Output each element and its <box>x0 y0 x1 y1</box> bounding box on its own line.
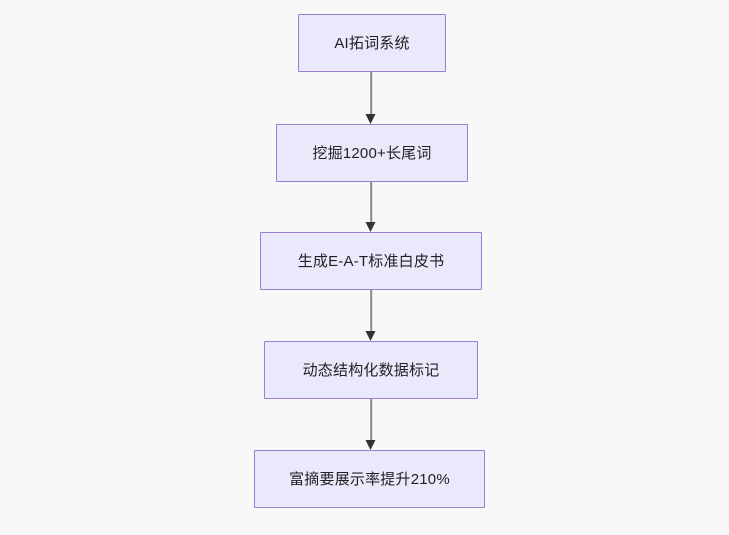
flow-node-label: 生成E-A-T标准白皮书 <box>297 252 445 270</box>
flow-node-rich-snippet-rate-increase[interactable]: 富摘要展示率提升210% <box>254 450 485 508</box>
flow-node-label: 动态结构化数据标记 <box>302 361 440 379</box>
arrow-down-icon <box>365 114 376 124</box>
flow-node-label: 富摘要展示率提升210% <box>289 470 450 488</box>
arrow-down-icon <box>365 440 376 450</box>
flow-node-generate-eat-whitepaper[interactable]: 生成E-A-T标准白皮书 <box>260 232 482 290</box>
edge-line <box>370 290 372 331</box>
arrow-down-icon <box>365 222 376 232</box>
edge-line <box>370 72 372 114</box>
flow-node-ai-keyword-system[interactable]: AI拓词系统 <box>298 14 446 72</box>
flow-node-mine-longtail-keywords[interactable]: 挖掘1200+长尾词 <box>276 124 468 182</box>
edge-line <box>370 182 372 222</box>
arrow-down-icon <box>365 331 376 341</box>
edge-line <box>370 399 372 440</box>
flow-node-dynamic-structured-data-markup[interactable]: 动态结构化数据标记 <box>264 341 478 399</box>
flow-node-label: AI拓词系统 <box>334 34 410 52</box>
flow-node-label: 挖掘1200+长尾词 <box>312 144 432 162</box>
